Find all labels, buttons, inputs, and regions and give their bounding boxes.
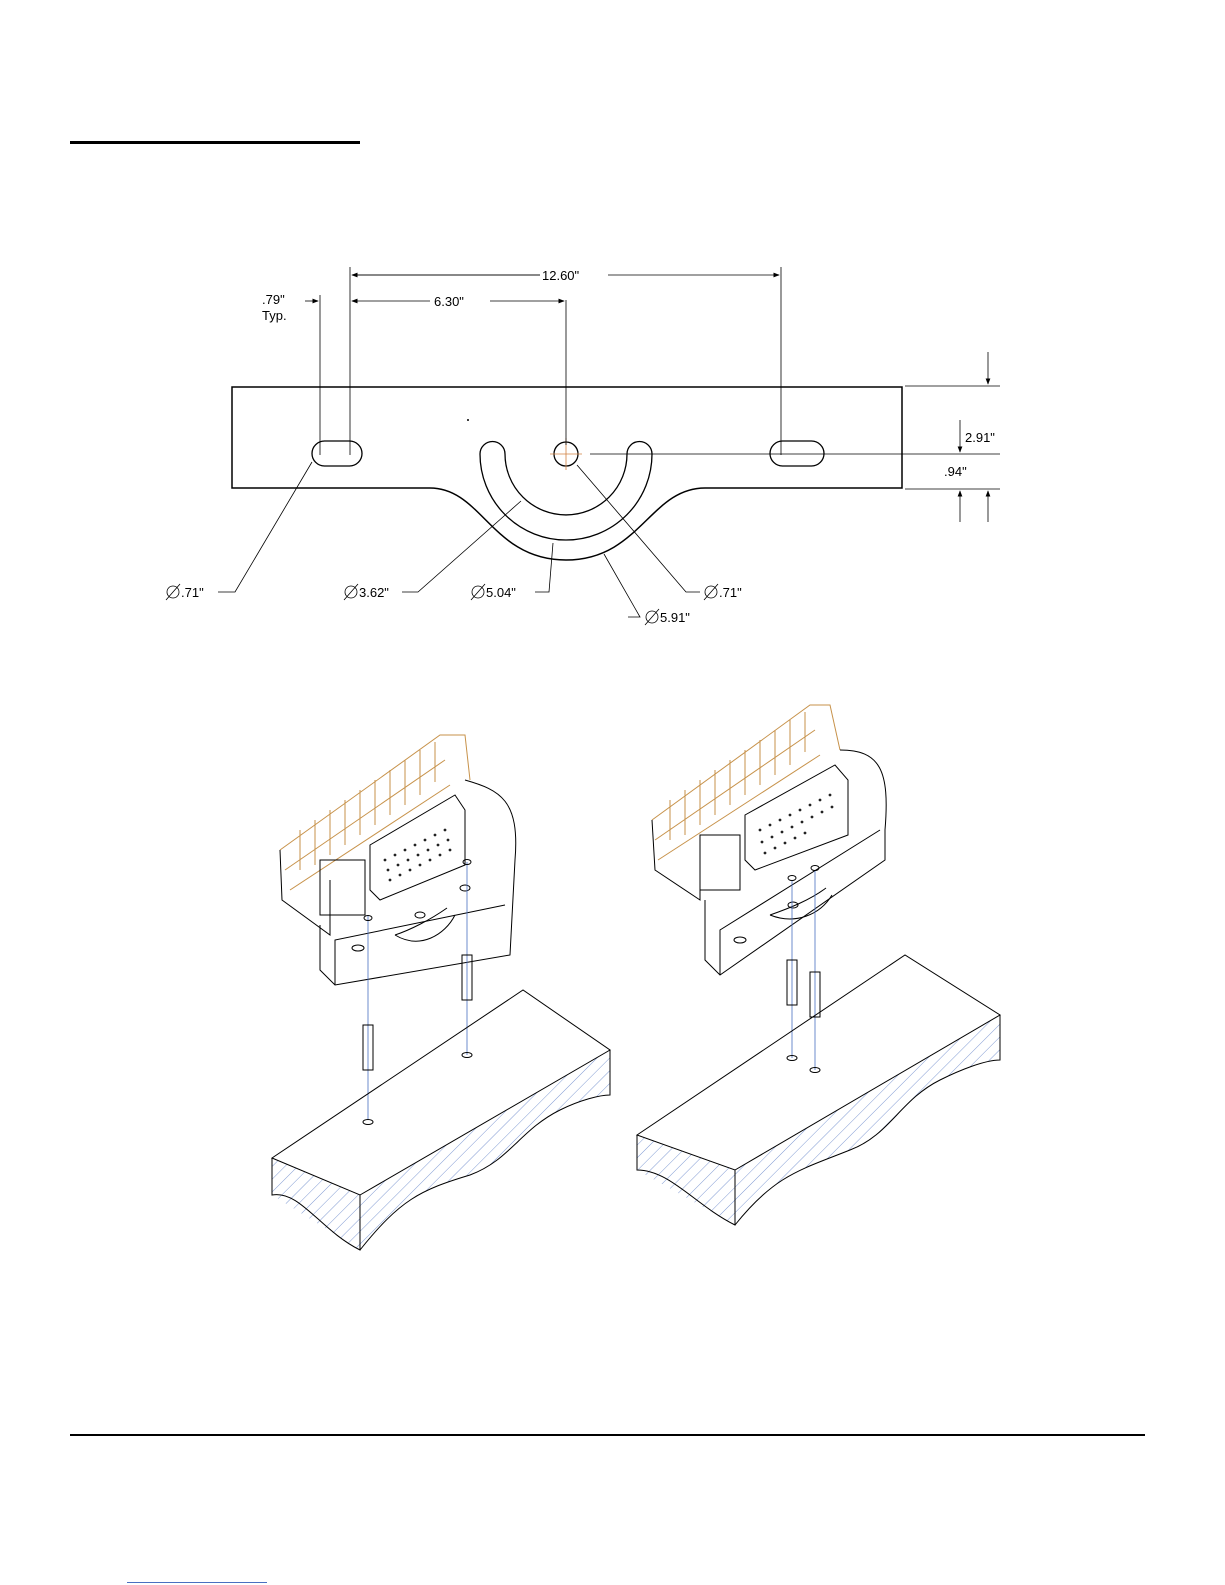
left-concrete-base — [272, 990, 610, 1250]
left-fixture — [280, 735, 516, 985]
left-slot — [312, 441, 362, 466]
dim-slot-offset: .79" — [262, 292, 285, 307]
dimension-lines — [166, 267, 1000, 625]
dim-outer-arc-dia: 5.91" — [660, 610, 690, 625]
right-slot — [770, 441, 824, 466]
dim-overall-width: 12.60" — [542, 268, 580, 283]
right-concrete-base — [637, 955, 1000, 1225]
dim-height: 2.91" — [965, 430, 995, 445]
dim-slot-arc-dia: 5.04" — [486, 585, 516, 600]
dim-slot-dia: .71" — [181, 585, 204, 600]
right-install-view — [637, 705, 1000, 1225]
dim-inner-arc-dia: 3.62" — [359, 585, 389, 600]
left-install-view — [272, 735, 610, 1250]
dim-half-width: 6.30" — [434, 294, 464, 309]
right-anchor-bolts — [787, 866, 820, 1073]
right-fixture — [652, 705, 886, 975]
dim-center-hole-dia: .71" — [719, 585, 742, 600]
bracket-plan-view — [232, 387, 902, 560]
dim-slot-offset-note: Typ. — [262, 308, 287, 323]
dim-hole-offset: .94" — [944, 464, 967, 479]
